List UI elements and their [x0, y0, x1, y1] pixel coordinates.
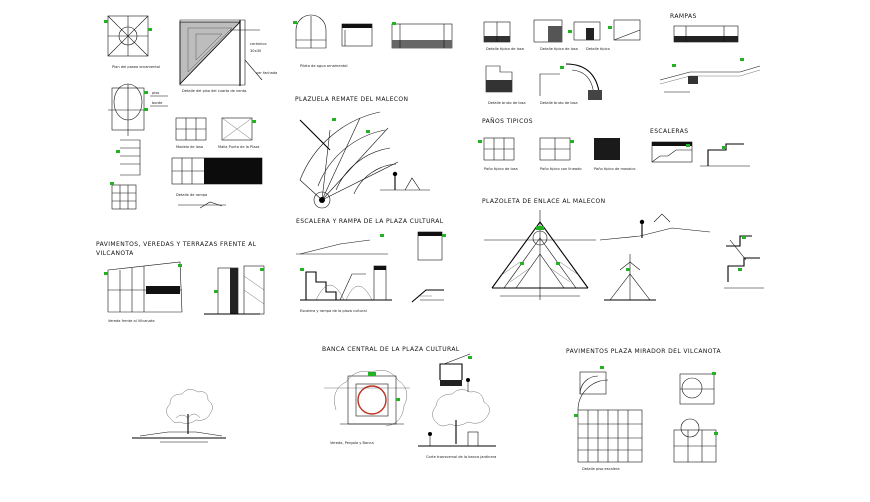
- title-pavimentos-mirador: PAVIMENTOS PLAZA MIRADOR DEL VILCANOTA: [566, 348, 721, 355]
- title-pavimentos-veredas-2: VILCANOTA: [96, 250, 134, 257]
- svg-text:Detalle típico de losa: Detalle típico de losa: [486, 47, 524, 51]
- wall-sections-top: Detalle típico de losa Detalle típico de…: [483, 19, 641, 51]
- banca-tree-section: Corte transversal de la banca jardinera: [418, 389, 496, 459]
- note-panos-3: Paño típico de mosaico: [594, 167, 635, 171]
- svg-text:borde: borde: [152, 101, 163, 105]
- note-vereda-frente: Vereda frente al Vilcanota: [108, 319, 155, 323]
- note-banca-planta: Vereda, Pergola y Banca: [330, 441, 374, 445]
- note-plaza: Malla Punto de la Plaza: [218, 145, 260, 149]
- cultural-stair-ramp: Escalera y rampa de la plaza cultural: [296, 234, 392, 313]
- tile-grid-small: [110, 182, 137, 210]
- title-panos: PAÑOS TIPICOS: [482, 118, 533, 125]
- note-pileta: Pileta de agua ornamental: [300, 64, 347, 68]
- title-pavimentos-veredas-1: PAVIMENTOS, VEREDAS Y TERRAZAS FRENTE AL: [96, 241, 257, 248]
- pavement-plan-small: piso borde: [108, 83, 168, 136]
- fountain-section: Pileta de agua ornamental: [300, 22, 453, 68]
- stair-sections-right: [651, 141, 750, 167]
- svg-text:Detalle bruto de losa: Detalle bruto de losa: [488, 101, 526, 105]
- banca-sections: [439, 353, 472, 392]
- title-plazoleta: PLAZOLETA DE ENLACE AL MALECON: [482, 198, 606, 205]
- terrace-wall-sections: [204, 265, 265, 315]
- title-escalera-rampa: ESCALERA Y RAMPA DE LA PLAZA CULTURAL: [296, 218, 444, 225]
- svg-text:Plan del paseo ornamental: Plan del paseo ornamental: [112, 65, 160, 69]
- curb-and-ramp-sections: Detalle bruto de losa Detalle bruto de l…: [485, 63, 602, 105]
- note-escalera-corte: Escalera y rampa de la plaza cultural: [300, 309, 367, 313]
- note-banca-corte: Corte transversal de la banca jardinera: [426, 455, 496, 459]
- svg-text:Detalle bruto de losa: Detalle bruto de losa: [540, 101, 578, 105]
- pavement-grid-strip: Detalle de rampa: [171, 157, 263, 209]
- plazuela-fan-plan: [299, 111, 399, 209]
- arch-elevation: [293, 14, 327, 49]
- room-floor-detail: cerámico 30x30 ver fachada Detalle del p…: [179, 19, 277, 93]
- note-panos-1: Paño típico de losa: [484, 167, 518, 171]
- plazoleta-sections: [599, 213, 764, 301]
- stair-plan-left: [116, 139, 141, 176]
- mirador-plans: Detalle piso escalera: [574, 366, 718, 471]
- banca-plan: Vereda, Pergola y Banca: [324, 370, 410, 445]
- tree-elevation: [132, 389, 226, 443]
- note-panos-2: Paño típico con lineado: [540, 167, 582, 171]
- person-silhouette-1: [380, 171, 430, 191]
- svg-text:Modelo de losa: Modelo de losa: [176, 145, 203, 149]
- tile-detail-small: Modelo de losa Malla Punto de la Plaza: [175, 117, 260, 149]
- note-cuarto-ventas: Detalle del piso del cuarto de venta.: [182, 89, 247, 93]
- title-banca: BANCA CENTRAL DE LA PLAZA CULTURAL: [322, 346, 460, 353]
- svg-text:30x30: 30x30: [250, 49, 262, 53]
- title-plazuela: PLAZUELA REMATE DEL MALECON: [295, 96, 408, 103]
- title-escaleras: ESCALERAS: [650, 128, 688, 135]
- note-rampa: Detalle de rampa: [176, 193, 207, 197]
- svg-text:ver fachada: ver fachada: [256, 71, 277, 75]
- ramp-sections: [659, 25, 761, 93]
- svg-text:Detalle típico: Detalle típico: [586, 47, 610, 51]
- typical-panels: Paño típico de losa Paño típico con line…: [478, 137, 635, 171]
- title-rampas: RAMPAS: [670, 13, 697, 20]
- note-mirador: Detalle piso escalera: [582, 467, 620, 471]
- svg-text:Detalle típico de losa: Detalle típico de losa: [540, 47, 578, 51]
- svg-text:cerámico: cerámico: [250, 42, 267, 46]
- plazoleta-triangle-plan: [484, 210, 596, 300]
- svg-text:piso: piso: [152, 91, 159, 95]
- planter-detail: [411, 231, 446, 303]
- veredas-plan: Vereda frente al Vilcanota: [104, 261, 183, 323]
- square-motif-plan: Plan del paseo ornamental: [104, 15, 160, 69]
